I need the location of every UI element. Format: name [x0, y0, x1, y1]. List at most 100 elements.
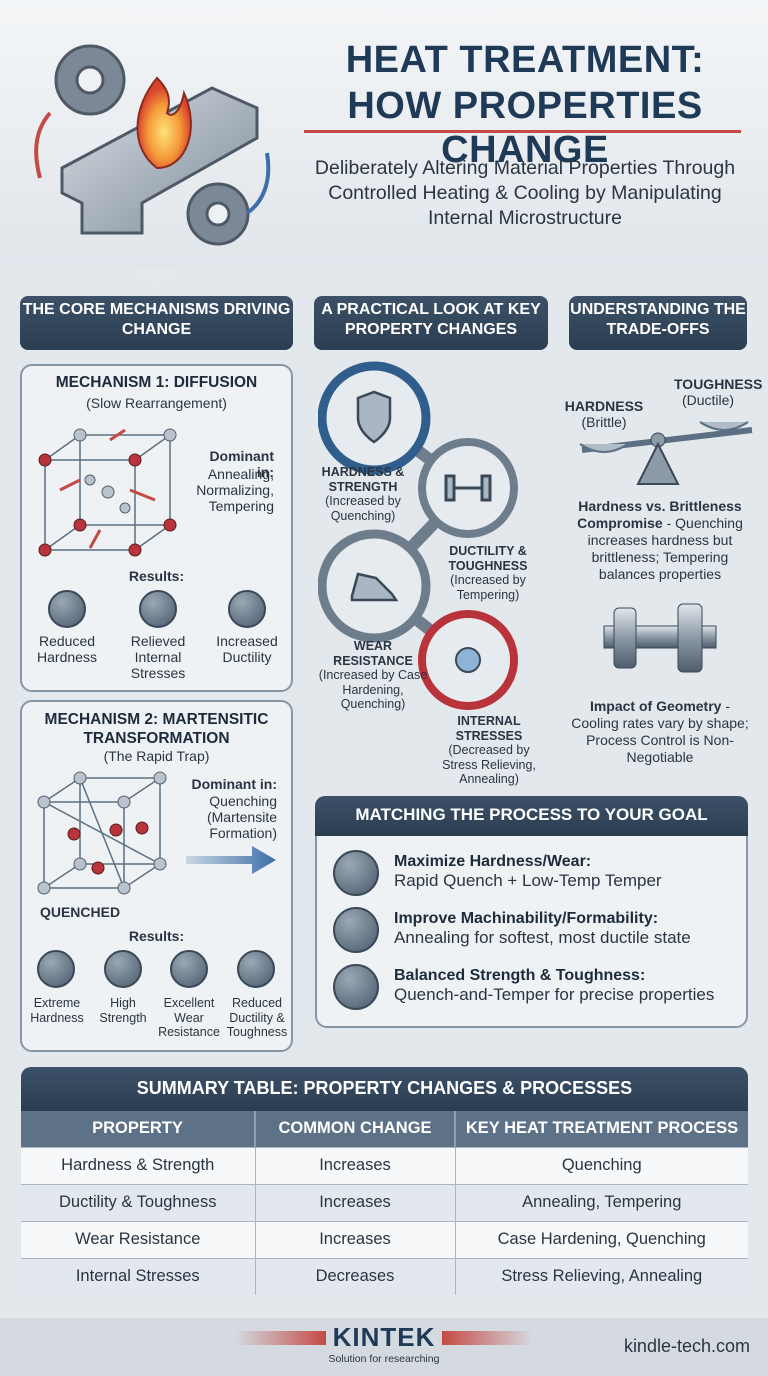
property-title: WEAR RESISTANCE [333, 639, 413, 668]
table-cell: Internal Stresses [21, 1257, 256, 1295]
chain-link-icon [228, 590, 266, 628]
arrows-in-icon [48, 590, 86, 628]
mechanism-1-panel [20, 364, 293, 692]
mechanism-1-result: Increased Ductility [216, 633, 278, 665]
title-divider [304, 130, 741, 133]
property-title: HARDNESS & STRENGTH [321, 465, 405, 494]
goal-row-title: Improve Machinability/Formability: [394, 910, 659, 927]
geometry-note: Impact of Geometry - Cooling rates vary … [569, 698, 751, 766]
table-cell: Decreases [255, 1257, 456, 1295]
goal-row-title: Balanced Strength & Toughness: [394, 967, 646, 984]
goal-row: Improve Machinability/Formability: Annea… [394, 910, 744, 948]
property-item: DUCTILITY & TOUGHNESS (Increased by Temp… [438, 544, 538, 602]
table-cell: Wear Resistance [21, 1220, 256, 1258]
table-row: Ductility & Toughness Increases Annealin… [21, 1183, 748, 1221]
goal-row-desc: Annealing for softest, most ductile stat… [394, 928, 691, 947]
goal-row: Balanced Strength & Toughness: Quench-an… [394, 967, 744, 1005]
table-cell: Ductility & Toughness [21, 1183, 256, 1221]
column-header: COMMON CHANGE [255, 1111, 456, 1147]
property-desc: (Increased by Tempering) [450, 573, 526, 602]
diffusion-lattice-diagram [38, 428, 177, 557]
quench-arrow-icon [186, 846, 276, 874]
table-cell: Quenching [455, 1146, 748, 1184]
compromise-text: - Quenching increases hardness but britt… [587, 515, 743, 582]
goal-row-title: Maximize Hardness/Wear: [394, 853, 592, 870]
footer [0, 1318, 768, 1376]
tool-icon [333, 907, 379, 953]
property-title: DUCTILITY & TOUGHNESS [448, 544, 528, 573]
diamond-icon [37, 950, 75, 988]
mechanism-2-panel [20, 700, 293, 1052]
shield-check-icon [170, 950, 208, 988]
hardness-sublabel: (Brittle) [581, 414, 627, 430]
table-row: Hardness & Strength Increases Quenching [21, 1146, 748, 1184]
property-chain-diagram [318, 361, 518, 710]
balance-scale-icon [579, 421, 753, 485]
brand-tagline: Solution for researching [328, 1353, 440, 1365]
mechanism-2-result: Reduced Ductility & Toughness [226, 996, 288, 1039]
mechanism-2-result: Excellent Wear Resistance [158, 996, 220, 1039]
mechanism-2-result: Extreme Hardness [30, 996, 84, 1025]
brand-stripe-left [236, 1331, 326, 1345]
mechanism-1-result: Reduced Hardness [37, 633, 97, 665]
gauge-icon [333, 850, 379, 896]
property-title: INTERNAL STRESSES [455, 714, 523, 743]
cycle-arrow-icon [245, 152, 271, 215]
geometry-text: - Cooling rates vary by shape; Process C… [571, 698, 749, 765]
mechanism-1-result: Relieved Internal Stresses [130, 633, 186, 681]
property-item: HARDNESS & STRENGTH (Increased by Quench… [318, 465, 408, 523]
table-cell: Case Hardening, Quenching [455, 1220, 748, 1258]
mechanism-2-title: MECHANISM 2: MARTENSITIC TRANSFORMATION [44, 711, 269, 747]
property-desc: (Increased by Quenching) [325, 494, 401, 523]
tradeoffs-heading: UNDERSTANDING THE TRADE-OFFS [569, 296, 747, 350]
brand-stripe-right [442, 1331, 532, 1345]
property-desc: (Increased by Case Hardening, Quenching) [318, 668, 428, 711]
mechanism-2-dominant-text: Quenching (Martensite Formation) [206, 793, 277, 841]
mechanism-1-title: MECHANISM 1: DIFFUSION [55, 374, 258, 391]
mechanism-1-dominant-label: Dominant in: [209, 448, 274, 480]
table-cell: Increases [255, 1146, 456, 1184]
scales-icon [333, 964, 379, 1010]
table-cell: Increases [255, 1183, 456, 1221]
header-notch [136, 268, 176, 286]
summary-table: PROPERTY COMMON CHANGE KEY HEAT TREATMEN… [21, 1111, 748, 1295]
page-subtitle: Deliberately Altering Material Propertie… [314, 157, 736, 229]
goal-row-desc: Quench-and-Temper for precise properties [394, 985, 715, 1004]
mechanism-1-subtitle: (Slow Rearrangement) [86, 395, 227, 411]
compromise-note: Hardness vs. Brittleness Compromise - Qu… [569, 498, 751, 583]
compromise-title: Hardness vs. Brittleness Compromise [577, 498, 742, 531]
table-cell: Stress Relieving, Annealing [455, 1257, 748, 1295]
beam-icon [104, 950, 142, 988]
table-cell: Annealing, Tempering [455, 1183, 748, 1221]
practical-heading: A PRACTICAL LOOK AT KEY PROPERTY CHANGES [314, 296, 548, 350]
property-item: WEAR RESISTANCE (Increased by Case Harde… [318, 639, 428, 712]
table-cell: Hardness & Strength [21, 1146, 256, 1184]
martensite-lattice-diagram [37, 771, 167, 895]
mechanism-2-dominant-label: Dominant in: [191, 776, 277, 792]
goal-heading: MATCHING THE PROCESS TO YOUR GOAL [315, 796, 748, 836]
summary-header-row: PROPERTY COMMON CHANGE KEY HEAT TREATMEN… [21, 1111, 748, 1147]
hardness-label: HARDNESS [564, 398, 644, 414]
mechanism-2-results-label: Results: [128, 928, 185, 944]
property-desc: (Decreased by Stress Relieving, Annealin… [442, 743, 536, 786]
toughness-sublabel: (Ductile) [681, 392, 735, 408]
property-item: INTERNAL STRESSES (Decreased by Stress R… [436, 714, 542, 787]
geometry-title: Impact of Geometry [589, 698, 722, 714]
page-title-line1: HEAT TREATMENT: [345, 39, 705, 81]
brand-logo: KINTEK [332, 1322, 436, 1352]
goal-row: Maximize Hardness/Wear: Rapid Quench + L… [394, 853, 744, 891]
footer-url[interactable]: kindle-tech.com [623, 1336, 750, 1356]
table-cell: Increases [255, 1220, 456, 1258]
mechanism-2-subtitle: (The Rapid Trap) [103, 748, 210, 764]
goal-row-desc: Rapid Quench + Low-Temp Temper [394, 871, 662, 890]
cycle-arrow-icon [34, 111, 52, 179]
quenched-label: QUENCHED [39, 904, 121, 920]
stress-release-icon [139, 590, 177, 628]
mechanism-2-result: High Strength [99, 996, 147, 1025]
table-row: Internal Stresses Decreases Stress Relie… [21, 1257, 748, 1295]
flame-icon [136, 76, 192, 170]
column-header: KEY HEAT TREATMENT PROCESS [455, 1111, 748, 1147]
gear-icon [186, 182, 250, 246]
mechanism-1-dominant-text: Annealing, Normalizing, Tempering [196, 466, 274, 514]
page-title-line2: HOW PROPERTIES CHANGE [347, 85, 703, 171]
